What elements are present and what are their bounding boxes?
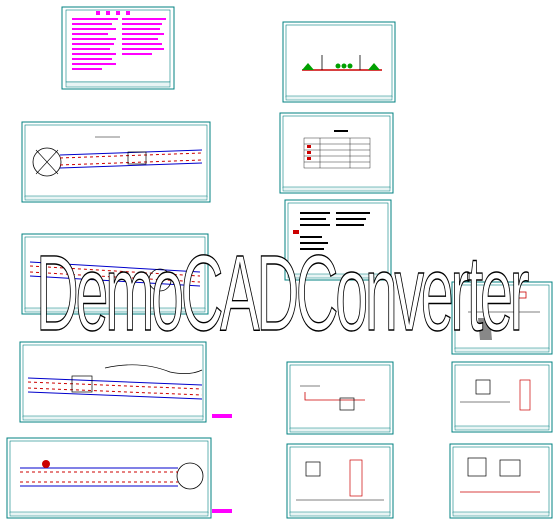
sheet-table[interactable] <box>279 112 394 194</box>
sheet-detail-5[interactable] <box>449 443 553 519</box>
sheet-plan-4[interactable] <box>6 437 232 519</box>
sheet-detail-2[interactable] <box>286 361 394 435</box>
sheet-detail-1[interactable] <box>451 281 553 355</box>
sheet-plan-3[interactable] <box>19 341 232 423</box>
magenta-sheet-tag <box>212 414 232 418</box>
magenta-sheet-tag-2 <box>212 509 232 513</box>
watermark-text: DemoCADConverter <box>36 232 529 353</box>
sheet-detail-4[interactable] <box>286 443 394 519</box>
sheet-plan-2[interactable] <box>21 233 209 315</box>
sheet-plan-1[interactable] <box>21 121 211 203</box>
magenta-notes-text <box>72 11 166 70</box>
sheet-legend[interactable] <box>284 199 392 281</box>
sheet-detail-3[interactable] <box>451 361 553 433</box>
sheet-cross-section[interactable] <box>282 21 396 103</box>
sheet-cover-notes[interactable] <box>61 6 175 90</box>
